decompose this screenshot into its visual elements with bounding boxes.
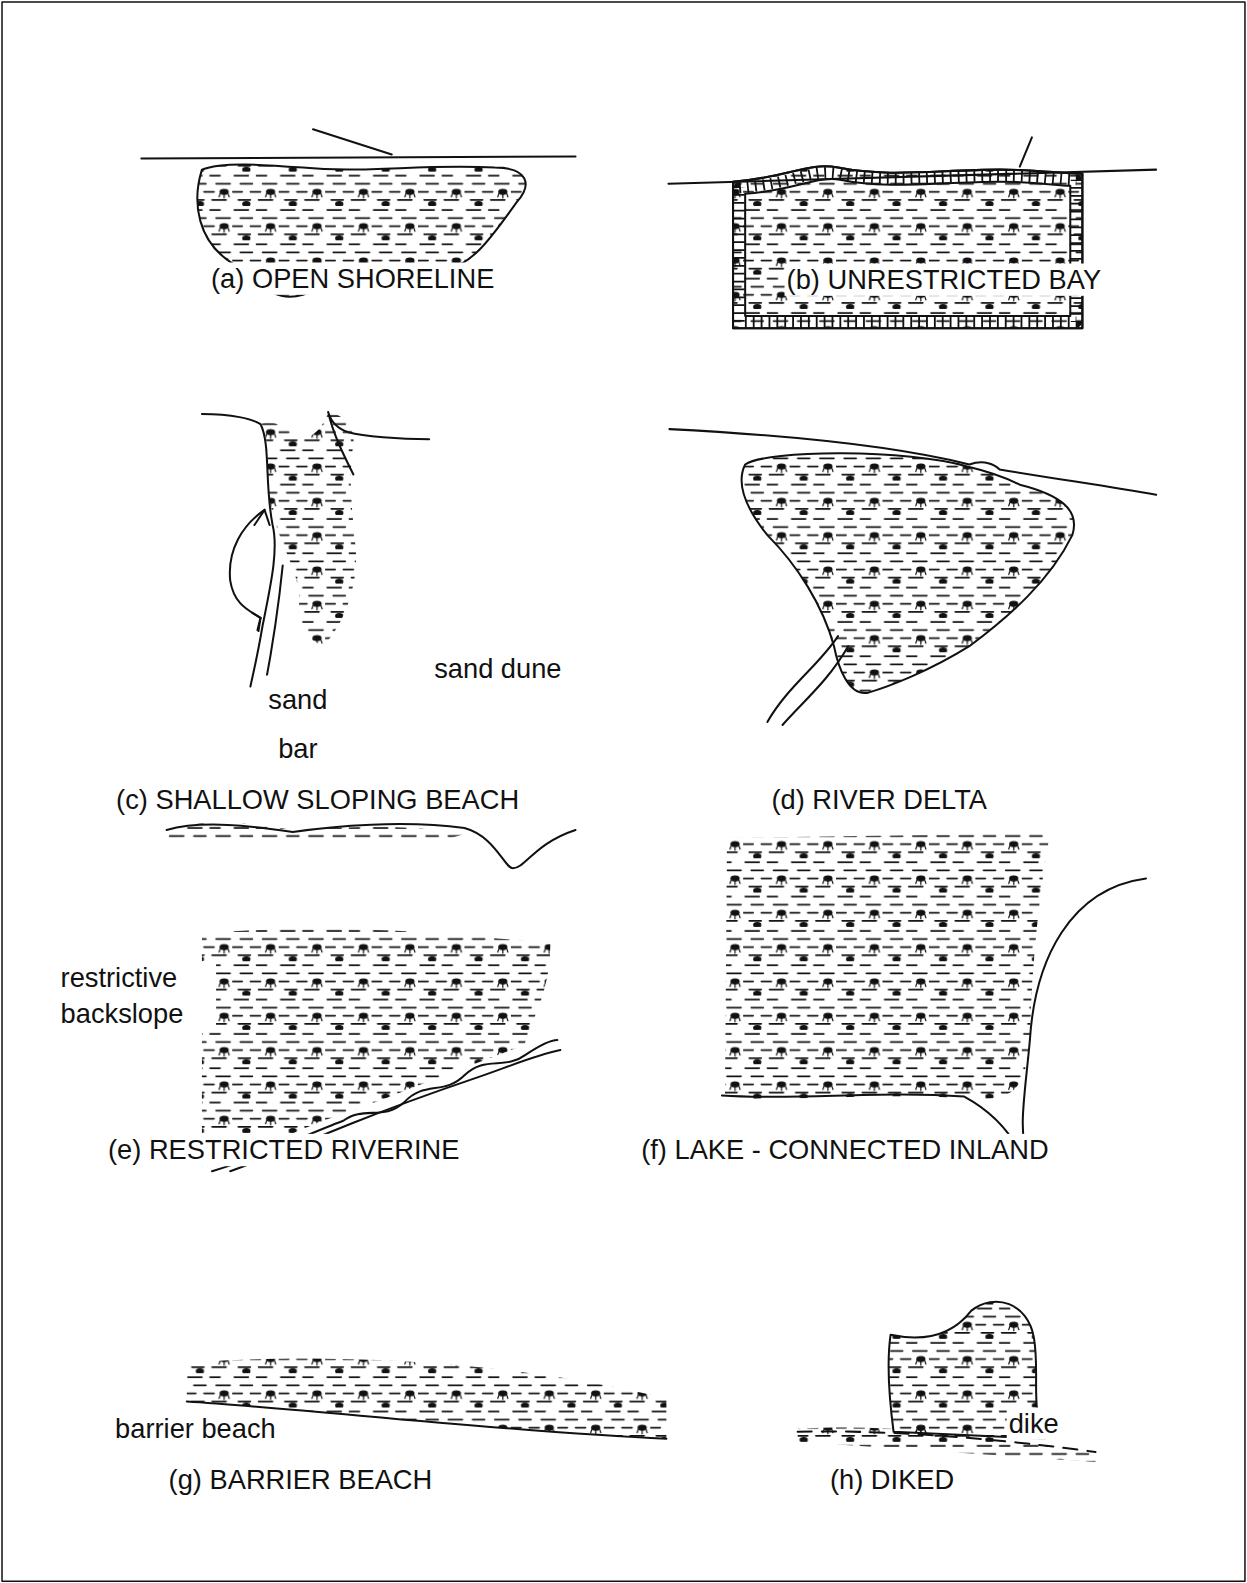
label: (e) RESTRICTED RIVERINE (106, 1134, 461, 1167)
label: (c) SHALLOW SLOPING BEACH (114, 784, 521, 817)
label: sand bar (258, 675, 337, 774)
label: restrictive backslope (59, 961, 217, 1032)
label: (h) DIKED (828, 1464, 956, 1497)
label: sand dune (432, 652, 563, 685)
label: barrier beach (113, 1413, 278, 1446)
label: (g) BARRIER BEACH (167, 1464, 435, 1497)
label: dike (1007, 1408, 1061, 1441)
label: (a) OPEN SHORELINE (209, 263, 496, 296)
label: (b) UNRESTRICTED BAY (785, 264, 1104, 297)
label: (f) LAKE - CONNECTED INLAND (639, 1134, 1051, 1167)
label: (d) RIVER DELTA (769, 784, 989, 817)
